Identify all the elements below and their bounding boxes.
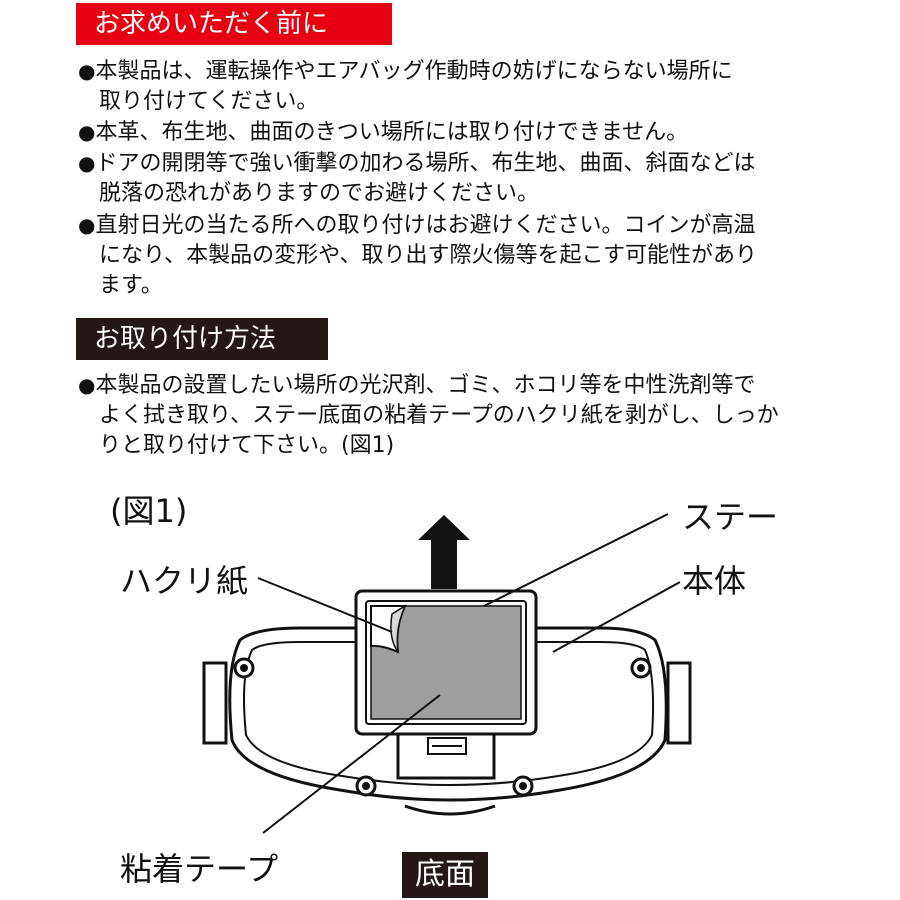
body-inner-edge xyxy=(243,641,655,786)
label-stay: ステー xyxy=(682,498,778,536)
installation-text: りと取り付けて下さい。(図1) xyxy=(99,433,395,458)
figure-caption: (図1) xyxy=(110,492,187,530)
heading-before-purchase: お求めいただく前に xyxy=(76,3,392,45)
screw-icon xyxy=(355,775,377,797)
notice-text: 脱落の恐れがありますのでお避けください。 xyxy=(99,180,540,206)
release-paper-curl xyxy=(390,604,407,653)
notice-item-3: ●ドアの開閉等で強い衝撃の加わる場所、布生地、曲面、斜面などは 脱落の恐れがあり… xyxy=(78,148,838,209)
leader-line-release-paper xyxy=(257,577,393,633)
bullet: ● xyxy=(78,373,96,397)
bullet: ● xyxy=(78,59,96,83)
screw-icon xyxy=(630,657,652,679)
bullet: ● xyxy=(78,120,96,144)
heading-installation: お取り付け方法 xyxy=(76,318,328,360)
installation-item-1: ●本製品の設置したい場所の光沢剤、ゴミ、ホコリ等を中性洗剤等で よく拭き取り、ス… xyxy=(78,370,838,462)
installation-text: 本製品の設置したい場所の光沢剤、ゴミ、ホコリ等を中性洗剤等で xyxy=(95,373,756,398)
notice-text: 直射日光の当たる所への取り付けはお避けください。コインが高温 xyxy=(95,213,756,238)
bullet: ● xyxy=(78,213,96,237)
body-bottom-bump xyxy=(404,804,496,816)
label-adhesive-tape: 粘着テープ xyxy=(120,850,278,888)
installation-text: よく拭き取り、ステー底面の粘着テープのハクリ紙を剥がし、しっか xyxy=(99,402,779,428)
installation-diagram: (図1) ステー 本体 ハクリ紙 粘着テープ xyxy=(110,492,778,888)
notice-text: 本革、布生地、曲面のきつい場所には取り付けできません。 xyxy=(95,120,689,145)
leader-line-adhesive-tape xyxy=(262,694,441,834)
notice-text: になり、本製品の変形や、取り出す際火傷等を起こす可能性があり xyxy=(99,242,758,268)
notice-item-4: ●直射日光の当たる所への取り付けはお避けください。コインが高温 になり、本製品の… xyxy=(78,210,838,302)
leader-line-body xyxy=(552,581,681,653)
label-release-paper: ハクリ紙 xyxy=(120,562,248,600)
leader-line-stay xyxy=(483,513,669,607)
notice-text: ます。 xyxy=(99,273,163,298)
notice-text: 本製品は、運転操作やエアバッグ作動時の妨げにならない場所に xyxy=(95,59,733,84)
notice-item-2: ●本革、布生地、曲面のきつい場所には取り付けできません。 xyxy=(78,117,838,148)
bullet: ● xyxy=(78,151,96,175)
left-tab xyxy=(202,661,228,745)
notice-item-1: ●本製品は、運転操作やエアバッグ作動時の妨げにならない場所に 取り付けてください… xyxy=(78,56,838,117)
screw-icon xyxy=(233,657,255,679)
label-body: 本体 xyxy=(682,562,746,600)
notice-text: ドアの開閉等で強い衝撃の加わる場所、布生地、曲面、斜面などは xyxy=(95,151,756,176)
arrow-up-icon xyxy=(418,515,470,589)
notice-text: 取り付けてください。 xyxy=(99,88,319,114)
screw-icon xyxy=(512,775,534,797)
label-bottom: 底面 xyxy=(402,852,488,898)
right-tab xyxy=(666,661,692,745)
